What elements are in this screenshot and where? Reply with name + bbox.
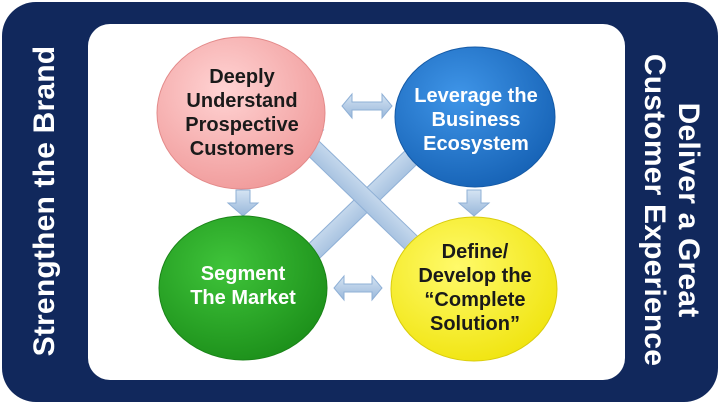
node-segment-label: Segment The Market <box>160 256 326 316</box>
segment-line-2: The Market <box>190 287 296 309</box>
understand-line-2: Understand <box>186 90 298 112</box>
understand-line-3: Prospective <box>185 114 299 136</box>
define-line-3: “Complete <box>424 289 526 311</box>
circle-understand <box>156 36 326 190</box>
define-line-2: Develop the <box>418 265 532 287</box>
understand-line-4: Customers <box>189 138 295 160</box>
define-line-4: Solution” <box>430 313 520 335</box>
segment-line-1: Segment <box>200 263 286 285</box>
node-define-label: Define/ Develop the “Complete Solution” <box>392 231 558 345</box>
leverage-line-1: Leverage the <box>414 85 538 107</box>
arrow-left-vertical <box>226 189 260 217</box>
arrow-right-vertical <box>457 189 491 217</box>
circle-segment <box>158 215 328 361</box>
circle-leverage <box>394 46 556 188</box>
understand-line-1: Deeply <box>209 66 275 88</box>
node-understand-label: Deeply Understand Prospective Customers <box>160 52 324 174</box>
circle-define <box>390 216 558 362</box>
leverage-line-3: Ecosystem <box>423 133 529 155</box>
arrow-top-horizontal <box>341 92 393 120</box>
leverage-line-2: Business <box>431 109 521 131</box>
arrow-bottom-horizontal <box>333 274 383 302</box>
node-leverage-label: Leverage the Business Ecosystem <box>396 74 556 166</box>
define-line-1: Define/ <box>441 241 509 263</box>
